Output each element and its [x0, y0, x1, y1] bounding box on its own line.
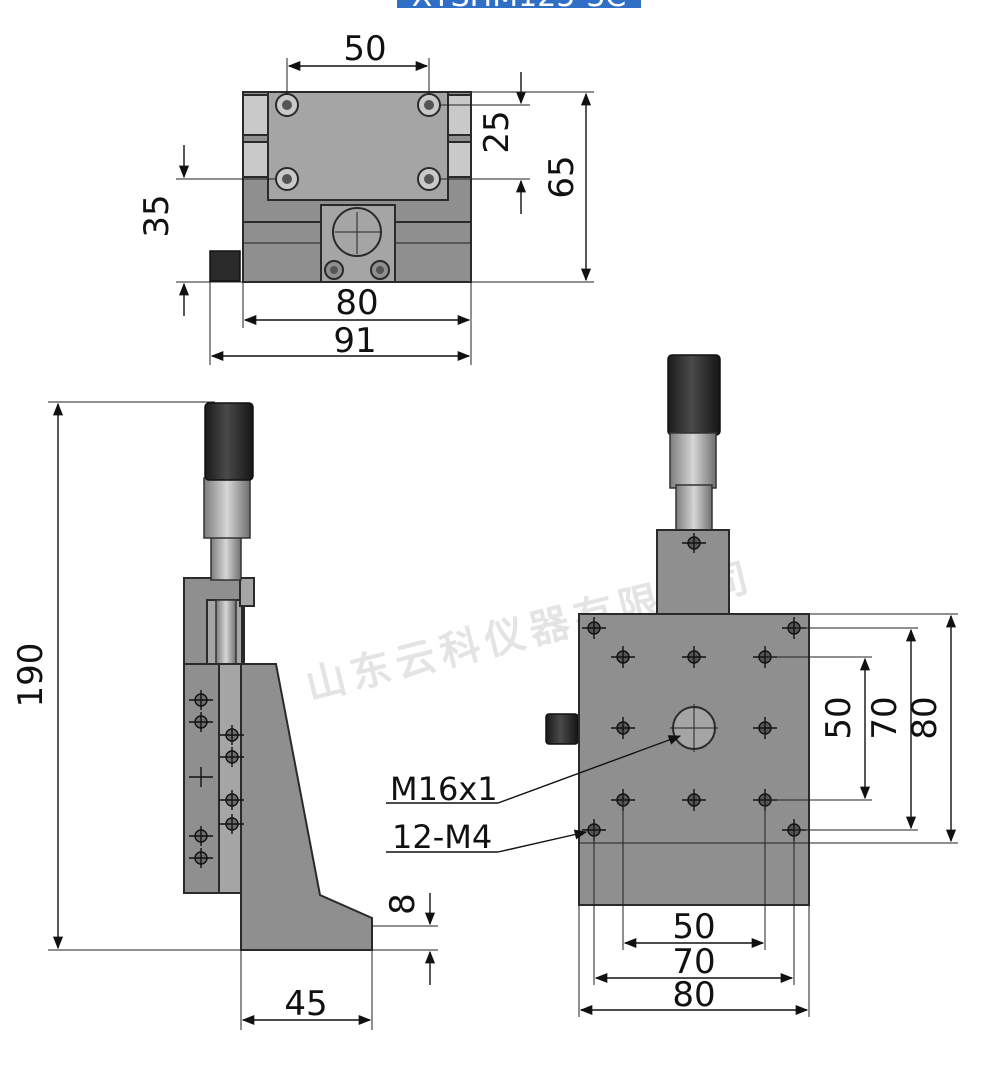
front-dim-hole-y-mid: 70 — [865, 696, 905, 739]
top-dim-total-width: 91 — [333, 321, 376, 361]
callout-center-thread: M16x1 — [390, 770, 498, 808]
side-dim-height: 190 — [11, 643, 51, 708]
top-view: 50 25 65 35 80 91 — [137, 29, 594, 365]
front-dim-hole-y-inner: 50 — [819, 696, 859, 739]
side-dim-thickness: 8 — [383, 893, 423, 915]
front-view: M16x1 12-M4 50 70 80 50 70 80 — [386, 354, 958, 1017]
callout-mount-holes: 12-M4 — [392, 818, 492, 856]
top-dim-height: 65 — [542, 155, 582, 198]
model-header: XYSHM125-3C — [397, 0, 641, 14]
top-dim-hole-y: 25 — [477, 110, 517, 153]
model-label: XYSHM125-3C — [412, 0, 626, 14]
front-dim-hole-x-mid: 70 — [672, 942, 715, 982]
front-dim-width: 80 — [672, 975, 715, 1015]
front-dim-height: 80 — [905, 696, 945, 739]
front-dim-hole-x-inner: 50 — [672, 907, 715, 947]
top-dim-hole-x: 50 — [343, 29, 386, 69]
top-dim-body-width: 80 — [335, 283, 378, 323]
side-dim-depth: 45 — [284, 984, 327, 1024]
top-dim-mount: 35 — [137, 194, 177, 237]
side-view: 190 45 8 — [11, 401, 438, 1030]
